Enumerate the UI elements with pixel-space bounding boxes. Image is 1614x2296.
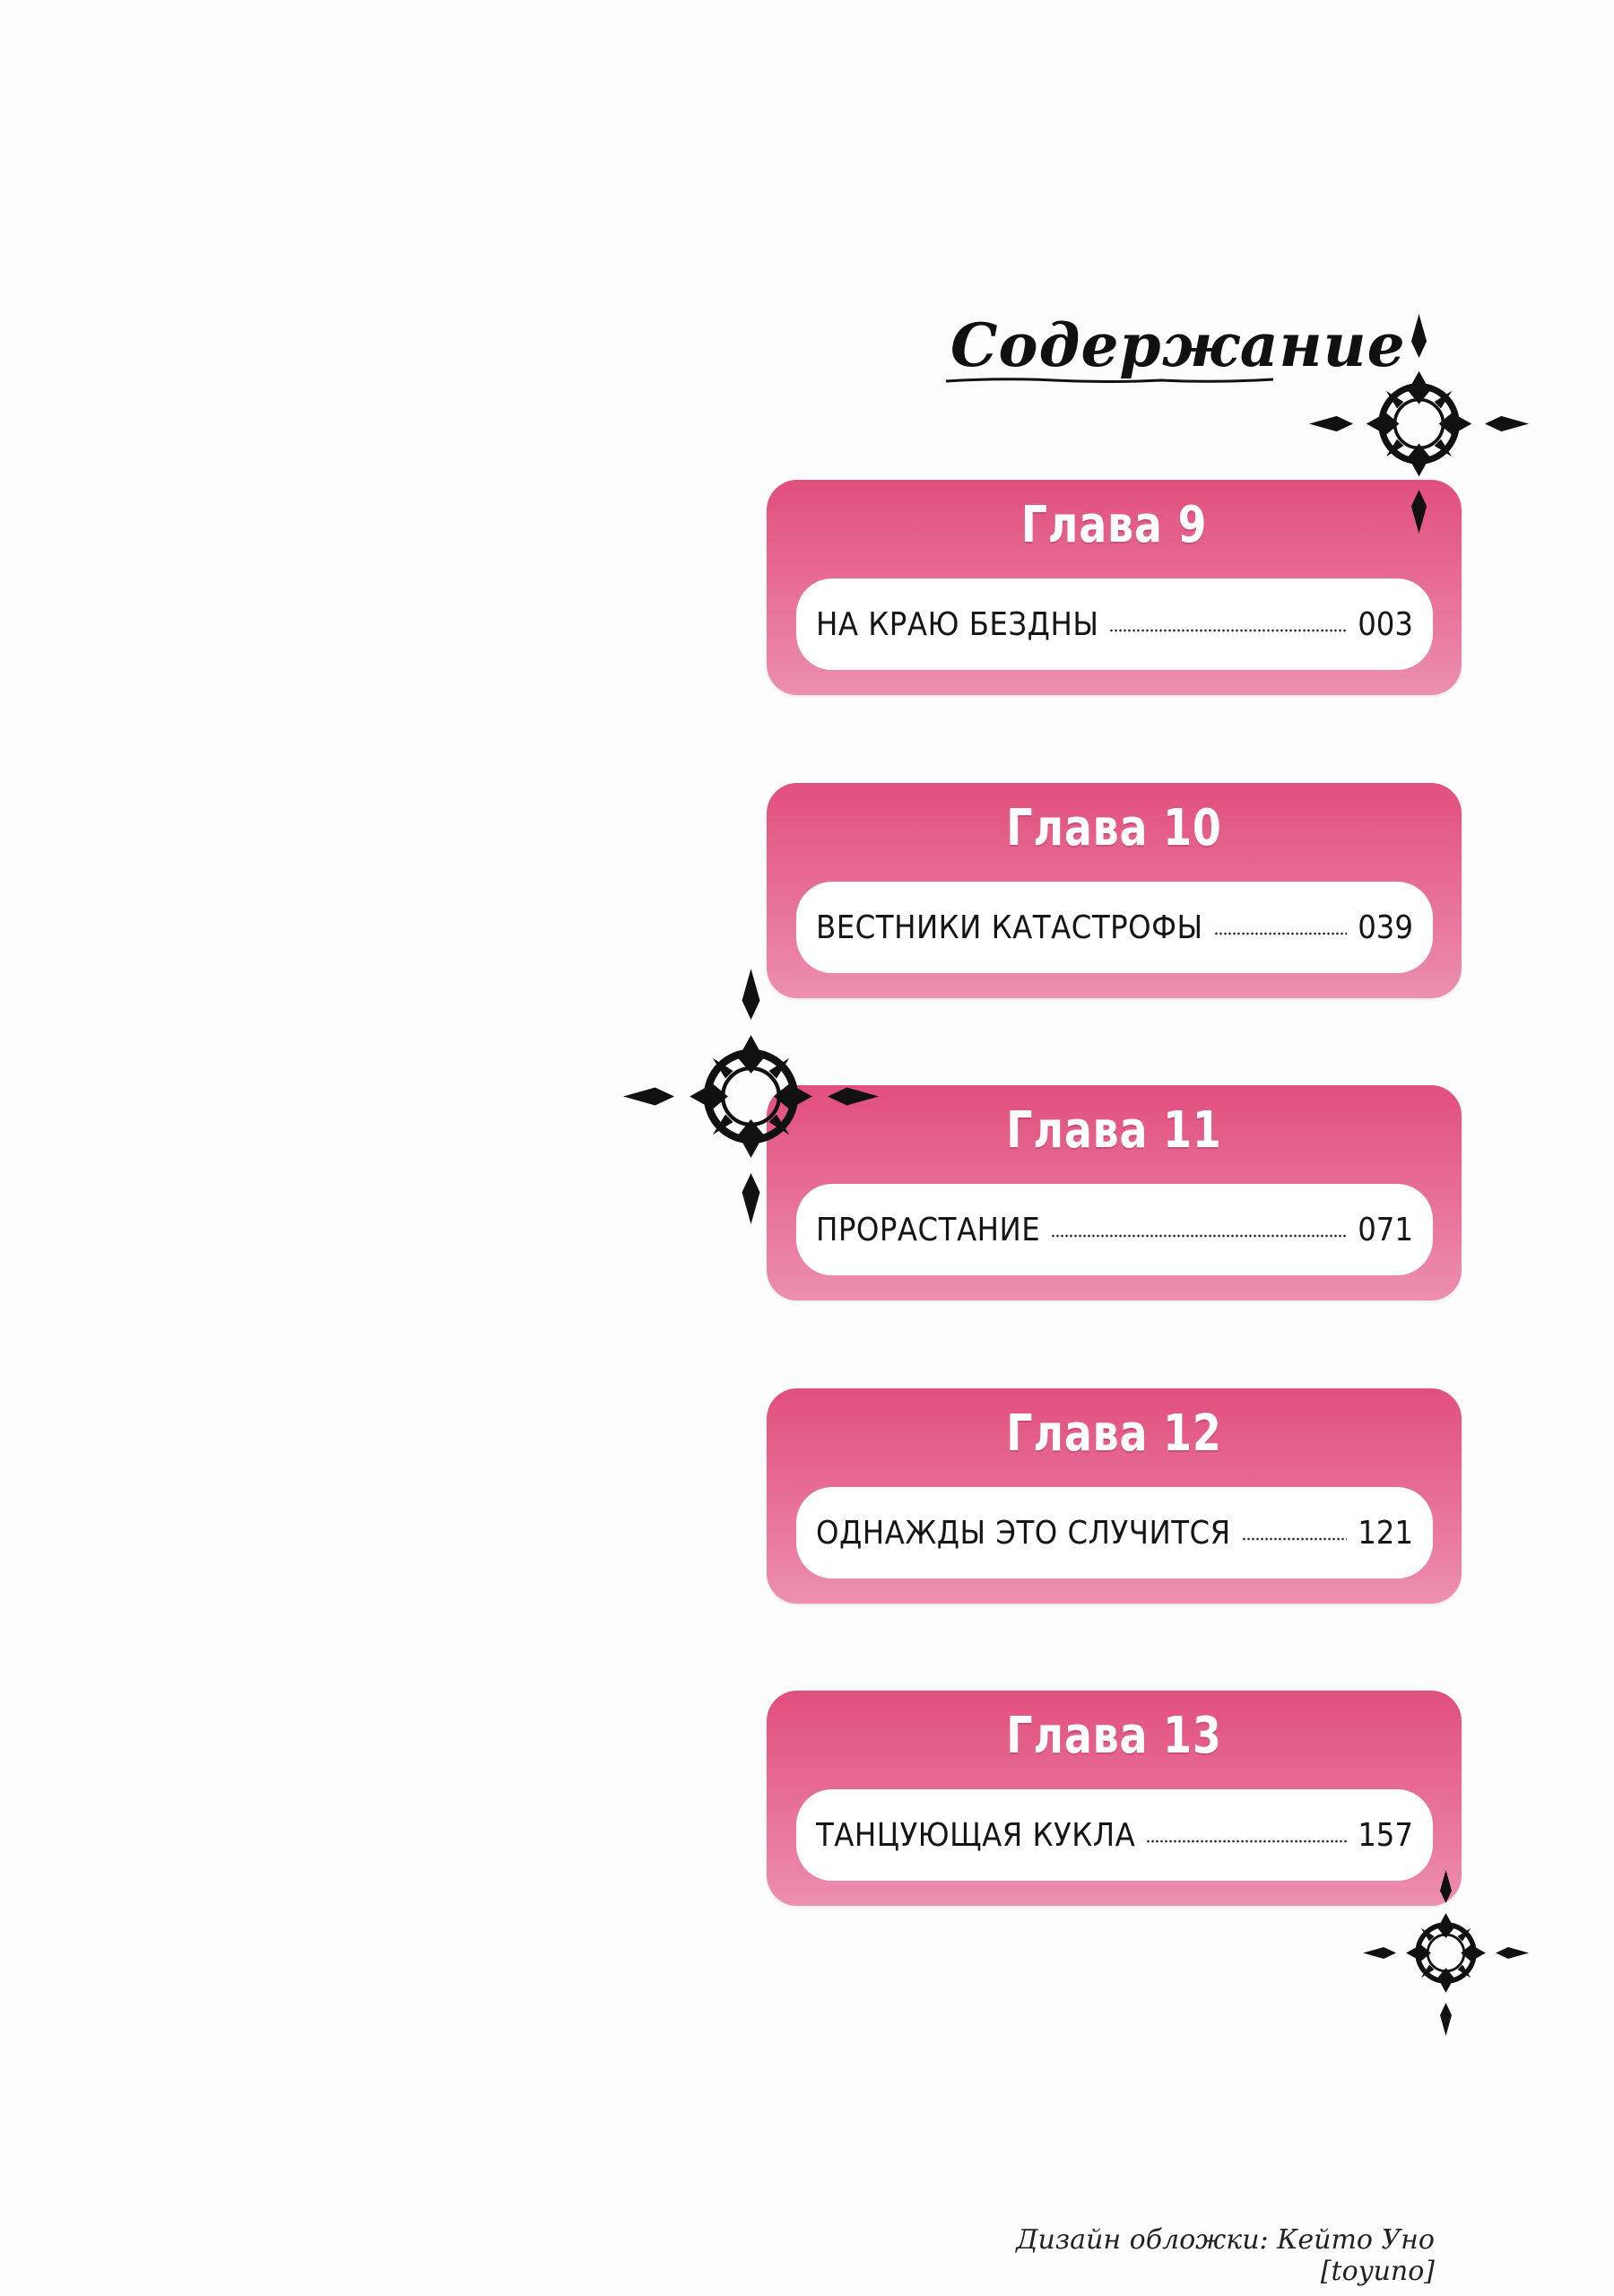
toc-entry[interactable]: ТАНЦУЮЩАЯ КУКЛА 157 [796, 1789, 1433, 1881]
chapter-heading: Глава 9 [1020, 496, 1208, 554]
chapter-heading: Глава 13 [1006, 1707, 1222, 1765]
chapter-card-11[interactable]: Глава 11 ПРОРАСТАНИЕ 071 [767, 1085, 1462, 1300]
dot-leader [1146, 1839, 1348, 1843]
dot-leader [1213, 932, 1348, 935]
toc-entry[interactable]: НА КРАЮ БЕЗДНЫ 003 [796, 578, 1433, 670]
entry-page-number: 039 [1358, 909, 1413, 946]
ornament-compass-icon [623, 969, 879, 1224]
entry-title: ТАНЦУЮЩАЯ КУКЛА [816, 1816, 1136, 1854]
entry-page-number: 071 [1358, 1211, 1413, 1248]
entry-title: ПРОРАСТАНИЕ [816, 1211, 1041, 1248]
entry-page-number: 157 [1358, 1816, 1413, 1854]
chapter-card-13[interactable]: Глава 13 ТАНЦУЮЩАЯ КУКЛА 157 [767, 1691, 1462, 1906]
chapter-card-12[interactable]: Глава 12 ОДНАЖДЫ ЭТО СЛУЧИТСЯ 121 [767, 1388, 1462, 1604]
chapter-heading: Глава 12 [1006, 1405, 1222, 1463]
dot-leader [1109, 629, 1348, 632]
cover-design-credit: Дизайн обложки: Кейто Уно [toyuno] [1016, 2224, 1435, 2287]
entry-title: ВЕСТНИКИ КАТАСТРОФЫ [816, 909, 1203, 946]
entry-page-number: 121 [1358, 1514, 1413, 1552]
title-underline [946, 378, 1273, 383]
chapter-heading: Глава 10 [1006, 799, 1222, 857]
toc-entry[interactable]: ВЕСТНИКИ КАТАСТРОФЫ 039 [796, 882, 1433, 973]
chapter-card-9[interactable]: Глава 9 НА КРАЮ БЕЗДНЫ 003 [767, 480, 1462, 695]
ornament-compass-icon [1363, 1870, 1529, 2036]
entry-title: НА КРАЮ БЕЗДНЫ [816, 605, 1099, 643]
dot-leader [1241, 1537, 1348, 1541]
entry-page-number: 003 [1358, 605, 1413, 643]
dot-leader [1051, 1234, 1348, 1238]
toc-entry[interactable]: ПРОРАСТАНИЕ 071 [796, 1184, 1433, 1275]
chapter-heading: Глава 11 [1006, 1101, 1222, 1160]
chapter-card-10[interactable]: Глава 10 ВЕСТНИКИ КАТАСТРОФЫ 039 [767, 783, 1462, 998]
ornament-compass-icon [1309, 314, 1529, 534]
entry-title: ОДНАЖДЫ ЭТО СЛУЧИТСЯ [816, 1514, 1231, 1552]
toc-entry[interactable]: ОДНАЖДЫ ЭТО СЛУЧИТСЯ 121 [796, 1487, 1433, 1578]
